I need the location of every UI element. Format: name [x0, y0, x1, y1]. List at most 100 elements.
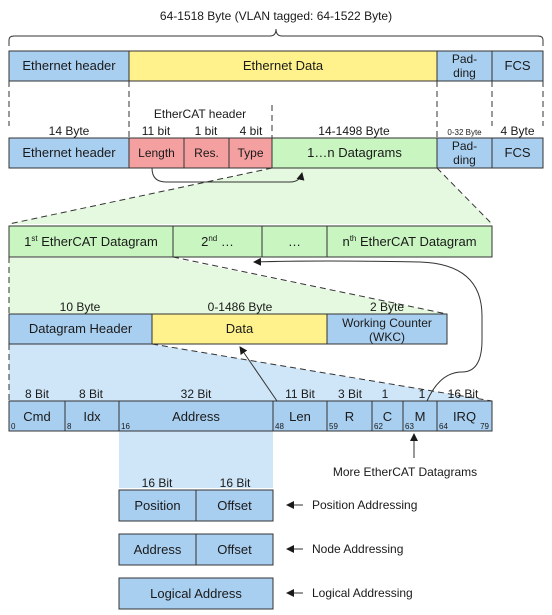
size-fcs: 4 Byte — [500, 124, 534, 138]
frame-brace — [8, 28, 544, 46]
padding-label-top: Pad- — [452, 52, 477, 66]
size-res: 1 bit — [195, 124, 218, 138]
offset-16: 16 — [121, 422, 130, 431]
bits-c: 1 — [382, 387, 389, 401]
ethernet-data-box — [128, 50, 438, 82]
datagram-dots-label: … — [288, 234, 301, 249]
address-label: Address — [172, 409, 220, 424]
datagram-2-box — [172, 225, 263, 258]
fcs-box — [491, 137, 544, 169]
size-datagram-header: 10 Byte — [60, 300, 101, 314]
funnel-edge — [151, 343, 493, 402]
funnel-datagrams-to-list — [9, 168, 492, 224]
more-datagrams-label: More EtherCAT Datagrams — [333, 465, 477, 479]
len-field — [272, 400, 328, 432]
ethernet-header-label: Ethernet header — [22, 58, 116, 73]
idx-label: Idx — [83, 409, 101, 424]
bits-irq: 16 Bit — [448, 387, 479, 401]
offset-79: 79 — [480, 422, 489, 431]
node-offset-box — [195, 533, 274, 566]
frame-total-size: 64-1518 Byte (VLAN tagged: 64-1522 Byte) — [160, 9, 392, 23]
irq-label: IRQ — [453, 409, 476, 424]
funnel-edge — [8, 167, 273, 225]
datagram-header-box — [8, 313, 153, 345]
res-label: Res. — [194, 146, 219, 160]
bits-idx: 8 Bit — [79, 387, 104, 401]
logical-address-label: Logical Address — [150, 586, 242, 601]
padding-label: Pad- — [452, 139, 477, 153]
cmd-field — [8, 400, 66, 432]
ethernet-data-label: Ethernet Data — [243, 58, 324, 73]
size-type: 4 bit — [240, 124, 263, 138]
bits-len: 11 Bit — [285, 387, 315, 401]
bits-address: 32 Bit — [181, 387, 212, 401]
wkc-label: Working Counter — [342, 316, 432, 330]
bits-offset: 16 Bit — [220, 476, 251, 490]
m-to-datagram-arrow — [253, 257, 483, 402]
res-box — [183, 137, 230, 169]
funnel-edge — [172, 256, 448, 315]
funnel-header-to-fields — [9, 344, 492, 401]
datagrams-box — [271, 137, 438, 169]
node-address-box — [118, 533, 197, 566]
position-label: Position — [134, 498, 180, 513]
padding-label-top-2: ding — [453, 66, 476, 80]
ecat-ethernet-header-box — [8, 137, 130, 169]
fcs-box-top — [491, 50, 544, 82]
size-datagram-data: 0-1486 Byte — [208, 300, 273, 314]
length-box — [128, 137, 185, 169]
datagrams-label: 1…n Datagrams — [307, 145, 402, 160]
address-field — [118, 400, 274, 432]
r-label: R — [345, 409, 354, 424]
type-label: Type — [237, 146, 263, 160]
wkc-box — [326, 313, 448, 345]
offset-48: 48 — [275, 422, 284, 431]
offset-62: 62 — [374, 422, 383, 431]
padding-label-2: ding — [453, 153, 476, 167]
size-length: 11 bit — [142, 124, 171, 138]
len-label: Len — [289, 409, 311, 424]
irq-field — [436, 400, 493, 432]
cmd-label: Cmd — [23, 409, 50, 424]
type-box — [228, 137, 273, 169]
m-label: M — [415, 409, 426, 424]
ethernet-header-box — [8, 50, 130, 82]
datagram-n-box — [326, 225, 493, 258]
datagram-1-label: 1st EtherCAT Datagram — [24, 234, 158, 249]
bits-m: 1 — [419, 387, 426, 401]
funnel-address-to-modes — [119, 430, 273, 488]
c-label: C — [383, 409, 392, 424]
length-to-datagrams-arrow — [151, 167, 305, 183]
offset-8: 8 — [67, 422, 72, 431]
m-field — [402, 400, 438, 432]
bits-r: 3 Bit — [338, 387, 363, 401]
bits-position: 16 Bit — [142, 476, 173, 490]
size-datagrams: 14-1498 Byte — [318, 124, 390, 138]
len-to-data-arrow — [239, 346, 278, 402]
position-addressing-label: Position Addressing — [312, 498, 417, 512]
wkc-label-2: (WKC) — [369, 330, 405, 344]
datagram-2-label: 2nd … — [201, 234, 234, 249]
size-eth-header: 14 Byte — [49, 124, 90, 138]
datagram-data-box — [151, 313, 328, 345]
funnel-datagram-to-detail — [9, 258, 447, 314]
logical-addressing-label: Logical Addressing — [312, 586, 413, 600]
node-address-label: Address — [134, 542, 182, 557]
node-offset-label: Offset — [217, 542, 252, 557]
size-datagram-wkc: 2 Byte — [370, 300, 404, 314]
position-offset-label: Offset — [217, 498, 252, 513]
logical-address-box — [118, 577, 274, 610]
position-offset-box — [195, 489, 274, 522]
offset-0: 0 — [11, 422, 16, 431]
bits-cmd: 8 Bit — [25, 387, 50, 401]
fcs-label-top: FCS — [505, 58, 531, 73]
padding-box — [436, 137, 493, 169]
datagram-header-label: Datagram Header — [29, 321, 133, 336]
funnel-edge — [436, 167, 493, 225]
node-addressing-label: Node Addressing — [312, 542, 403, 556]
datagram-data-label: Data — [226, 321, 254, 336]
offset-59: 59 — [329, 422, 338, 431]
position-box — [118, 489, 197, 522]
